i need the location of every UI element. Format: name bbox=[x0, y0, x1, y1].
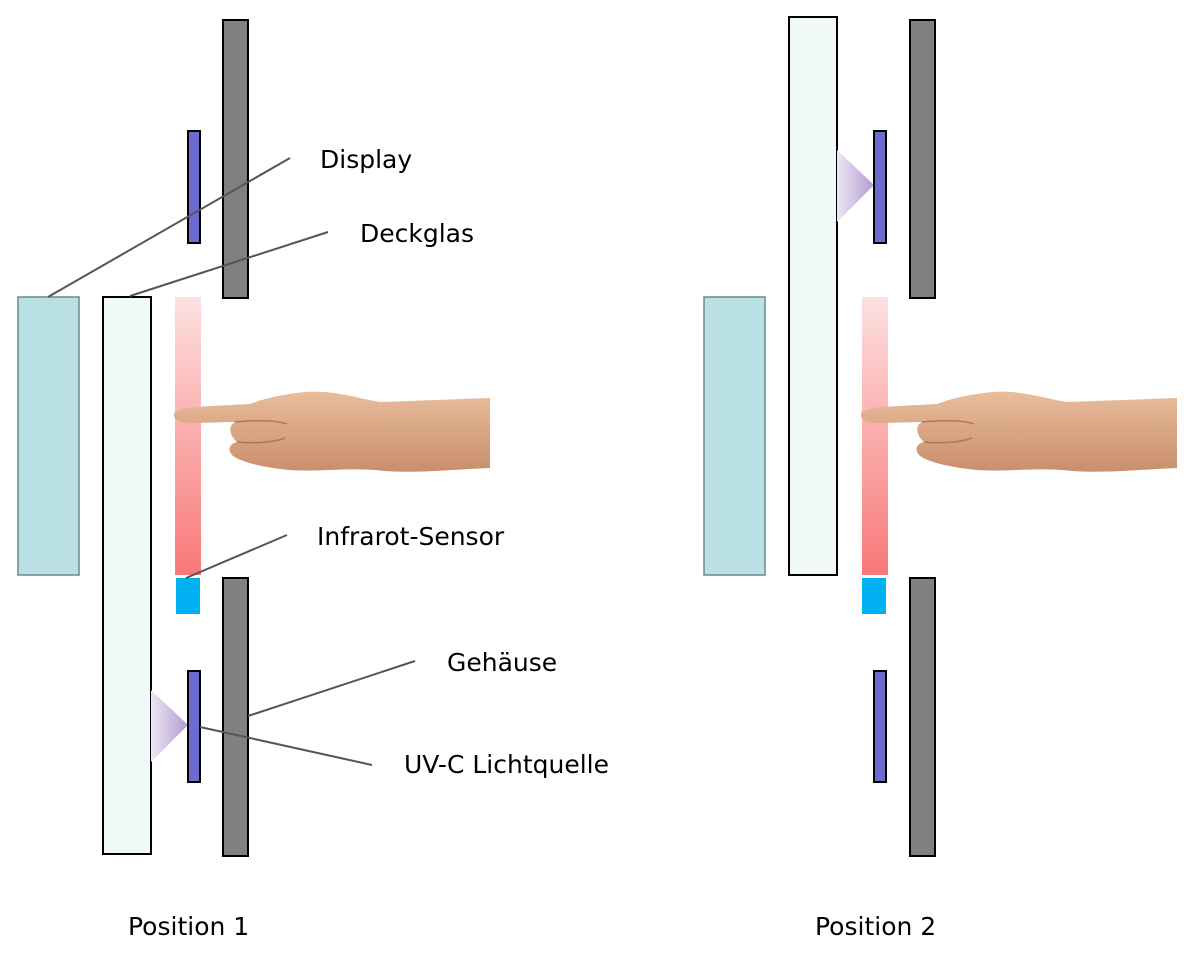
label-infrarot-sensor: Infrarot-Sensor bbox=[317, 522, 505, 551]
position-1: Display Deckglas Infrarot-Sensor Gehäuse… bbox=[17, 19, 609, 941]
label-deckglas: Deckglas bbox=[360, 219, 474, 248]
hand-image bbox=[173, 390, 491, 473]
housing-bottom bbox=[909, 577, 936, 857]
cover-glass bbox=[788, 16, 838, 576]
label-uvc-lichtquelle: UV-C Lichtquelle bbox=[404, 750, 609, 779]
housing-bottom bbox=[222, 577, 249, 857]
label-display: Display bbox=[320, 145, 412, 174]
housing-top bbox=[909, 19, 936, 299]
uv-light-cone bbox=[837, 150, 874, 222]
uv-source-top bbox=[873, 130, 887, 244]
uv-light-cone bbox=[151, 690, 188, 762]
hand-image bbox=[860, 390, 1178, 473]
ir-sensor bbox=[176, 578, 200, 614]
uv-source-bottom bbox=[187, 670, 201, 783]
display-panel bbox=[17, 296, 80, 576]
housing-top bbox=[222, 19, 249, 299]
caption-position-2: Position 2 bbox=[815, 912, 936, 941]
display-panel bbox=[703, 296, 766, 576]
label-gehaeuse: Gehäuse bbox=[447, 648, 557, 677]
ir-sensor bbox=[862, 578, 886, 614]
ir-beam bbox=[175, 297, 201, 575]
position-2: Position 2 bbox=[703, 16, 1178, 941]
uv-source-top bbox=[187, 130, 201, 244]
uv-source-bottom bbox=[873, 670, 887, 783]
ir-beam bbox=[862, 297, 888, 575]
caption-position-1: Position 1 bbox=[128, 912, 249, 941]
cover-glass bbox=[102, 296, 152, 855]
leader-lines bbox=[47, 157, 416, 766]
